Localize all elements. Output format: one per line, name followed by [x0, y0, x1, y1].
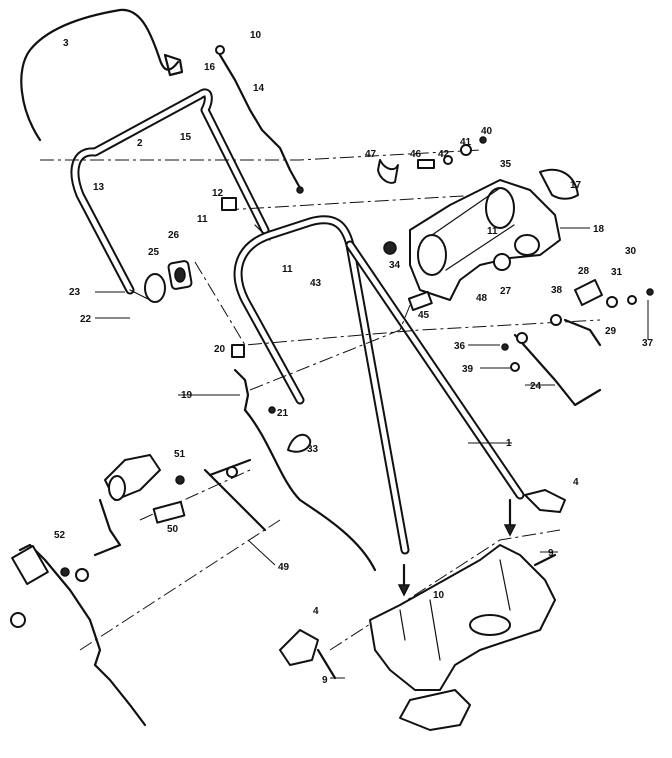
cable-clip-16	[163, 53, 184, 77]
label-10b: 10	[433, 590, 445, 601]
bracket-4-right	[524, 489, 566, 513]
label-34: 34	[389, 260, 401, 271]
spring-38	[550, 314, 562, 326]
label-9a: 9	[548, 548, 554, 559]
grommet-33	[287, 433, 312, 453]
label-11a: 11	[197, 214, 208, 225]
bracket-4-left	[279, 629, 319, 666]
screw-36	[501, 343, 509, 351]
label-26: 26	[168, 230, 180, 241]
label-14: 14	[253, 83, 265, 94]
deck-foot	[399, 689, 471, 731]
bail-17	[539, 168, 579, 200]
deck-bracket	[369, 544, 556, 691]
drive-cable	[243, 408, 377, 572]
label-36: 36	[454, 341, 466, 352]
label-37: 37	[642, 338, 654, 349]
nut-41	[460, 144, 472, 156]
clip-20	[231, 344, 245, 358]
spring-27	[493, 253, 511, 271]
nut-left	[10, 612, 26, 628]
label-4b: 4	[313, 606, 319, 617]
lower-handle-1	[233, 215, 410, 555]
label-19: 19	[181, 390, 193, 401]
label-25: 25	[148, 247, 160, 258]
label-50: 50	[167, 524, 179, 535]
label-30: 30	[625, 246, 637, 257]
label-33: 33	[307, 444, 319, 455]
label-39: 39	[462, 364, 474, 375]
label-12: 12	[212, 188, 224, 199]
label-27: 27	[500, 286, 512, 297]
label-35: 35	[500, 159, 512, 170]
label-24: 24	[530, 381, 542, 392]
nut-39	[510, 362, 520, 372]
label-2: 2	[137, 138, 143, 149]
label-17: 17	[570, 180, 582, 191]
label-4a: 4	[573, 477, 579, 488]
label-23: 23	[69, 287, 81, 298]
label-3: 3	[63, 38, 69, 49]
link-29	[563, 318, 602, 347]
label-51: 51	[174, 449, 186, 460]
bolt-46	[417, 159, 435, 169]
label-18: 18	[593, 224, 605, 235]
knob-25	[144, 273, 166, 303]
bracket-52	[11, 545, 49, 585]
label-10a: 10	[250, 30, 262, 41]
label-16: 16	[204, 62, 216, 73]
cable-end	[93, 663, 147, 727]
label-31: 31	[611, 267, 623, 278]
clip-12	[221, 197, 237, 211]
nut-30	[627, 295, 637, 305]
label-13: 13	[93, 182, 105, 193]
grip-28	[574, 279, 603, 306]
cable-guide-19	[233, 368, 250, 412]
label-52: 52	[54, 530, 66, 541]
spring-49	[203, 468, 267, 532]
lever-24	[513, 333, 602, 407]
label-43: 43	[310, 278, 322, 289]
nut-10-top	[215, 45, 225, 55]
throttle-cable-14	[218, 53, 302, 190]
label-20: 20	[214, 344, 226, 355]
bolt-40	[479, 136, 487, 144]
screw-37	[646, 288, 654, 296]
part-labels: 1 2 3 4 4 9 9 10 10 11 11 11 12 13 14 15…	[54, 30, 654, 686]
label-41: 41	[460, 137, 472, 148]
label-46: 46	[410, 149, 422, 160]
control-housing-18	[409, 179, 561, 301]
control-lever	[18, 498, 122, 667]
label-48: 48	[476, 293, 488, 304]
spacer-47	[377, 159, 399, 184]
label-22: 22	[80, 314, 92, 325]
control-cable-3	[20, 8, 180, 142]
washer-31	[606, 296, 618, 308]
bracket-50	[152, 500, 186, 524]
label-29: 29	[605, 326, 617, 337]
nut-34	[383, 241, 397, 255]
label-11b: 11	[282, 264, 293, 275]
label-9b: 9	[322, 675, 328, 686]
leader-lines	[95, 227, 649, 679]
spacer-45	[407, 290, 433, 311]
label-11c: 11	[487, 226, 498, 237]
label-49: 49	[278, 562, 290, 573]
label-28: 28	[578, 266, 590, 277]
label-21: 21	[277, 408, 289, 419]
label-45: 45	[418, 310, 430, 321]
washer-42	[443, 155, 453, 165]
label-42: 42	[438, 149, 450, 160]
label-38: 38	[551, 285, 563, 296]
label-1: 1	[506, 438, 512, 449]
label-40: 40	[481, 126, 493, 137]
label-15: 15	[180, 132, 192, 143]
label-47: 47	[365, 149, 377, 160]
